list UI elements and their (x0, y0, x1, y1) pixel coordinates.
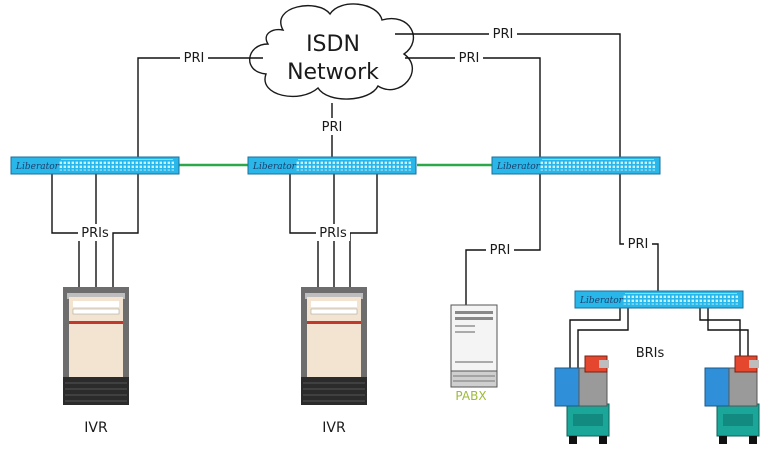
link-right-pri-upper (405, 57, 541, 157)
label-pri-lower-switch: PRI (628, 237, 649, 252)
link-labels: PRI PRI PRI PRI PRI PRI PRIs PRIs BRIs (78, 25, 665, 361)
label-pri-center: PRI (322, 120, 343, 135)
pabx-label: PABX (455, 389, 486, 403)
label-pri-right-lower: PRI (459, 51, 480, 66)
cloud-label-line1: ISDN (306, 32, 360, 57)
link-pabx-pri (465, 173, 541, 308)
modem-stack-left (554, 355, 610, 445)
ivr-center-label: IVR (322, 420, 346, 436)
link-right-pri-outer (395, 33, 621, 157)
label-bris: BRIs (636, 346, 665, 361)
label-pri-right-upper: PRI (493, 27, 514, 42)
switch-left: Liberator (10, 156, 180, 175)
link-center-ivr-a (289, 173, 319, 288)
label-pri-left: PRI (184, 51, 205, 66)
isdn-cloud: ISDN Network (249, 3, 415, 100)
cloud-label-line2: Network (287, 60, 379, 85)
link-bri-left-b (577, 307, 629, 372)
switch-brand: Liberator (496, 162, 541, 172)
link-left-ivr-a (51, 173, 80, 288)
label-pris-center: PRIs (319, 226, 347, 241)
ivr-left-label: IVR (84, 420, 108, 436)
cloud-shape (249, 3, 415, 100)
switch-center: Liberator (247, 156, 417, 175)
switch-right: Liberator (491, 156, 661, 175)
link-bri-right-b (707, 307, 749, 372)
link-bri-left-a (569, 307, 621, 372)
link-left-ivr-c (112, 173, 139, 288)
ivr-server-left (62, 286, 130, 406)
link-center-ivr-c (349, 173, 378, 288)
modem-stack-right (704, 355, 760, 445)
link-bri-right-a (699, 307, 741, 372)
switch-brand: Liberator (579, 296, 624, 306)
switch-lower: Liberator (574, 290, 744, 309)
switch-brand: Liberator (15, 162, 60, 172)
pabx-unit (450, 304, 498, 388)
ivr-server-center (300, 286, 368, 406)
link-lower-switch-pri (619, 173, 659, 291)
label-pri-pabx: PRI (490, 243, 511, 258)
label-pris-left: PRIs (81, 226, 109, 241)
link-left-pri (137, 57, 263, 157)
switch-brand: Liberator (252, 162, 297, 172)
